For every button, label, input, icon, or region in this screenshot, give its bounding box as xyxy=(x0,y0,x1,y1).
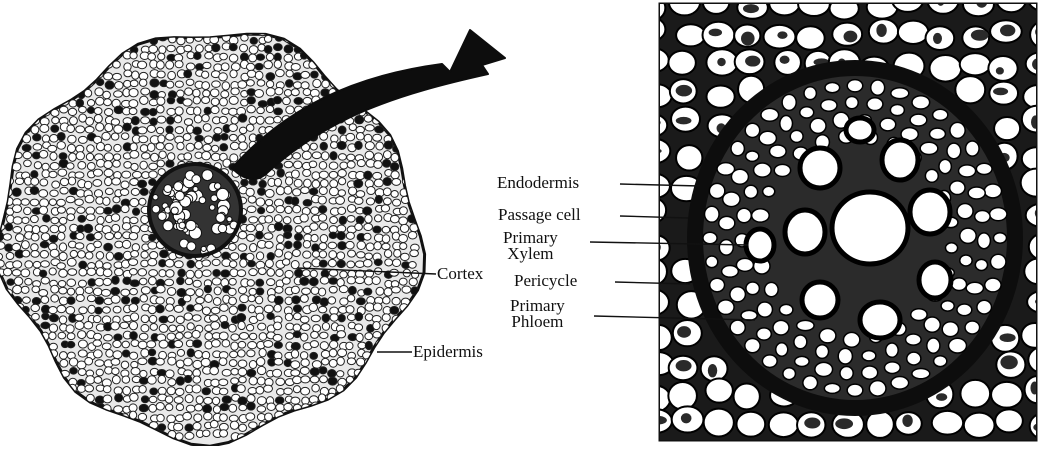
primary-xylem-label: Primary Xylem xyxy=(503,230,558,261)
primary-phloem-label: Primary Phloem xyxy=(510,298,565,329)
primary-xylem-line2: Xylem xyxy=(503,246,558,262)
stele-enlarged-view xyxy=(636,0,1042,440)
endodermis-label: Endodermis xyxy=(497,174,579,191)
pericycle-label: Pericycle xyxy=(514,272,577,289)
passage-cell-label: Passage cell xyxy=(498,206,581,223)
epidermis-label: Epidermis xyxy=(413,343,483,360)
cortex-label: Cortex xyxy=(437,265,483,282)
primary-phloem-line2: Phloem xyxy=(510,314,565,330)
